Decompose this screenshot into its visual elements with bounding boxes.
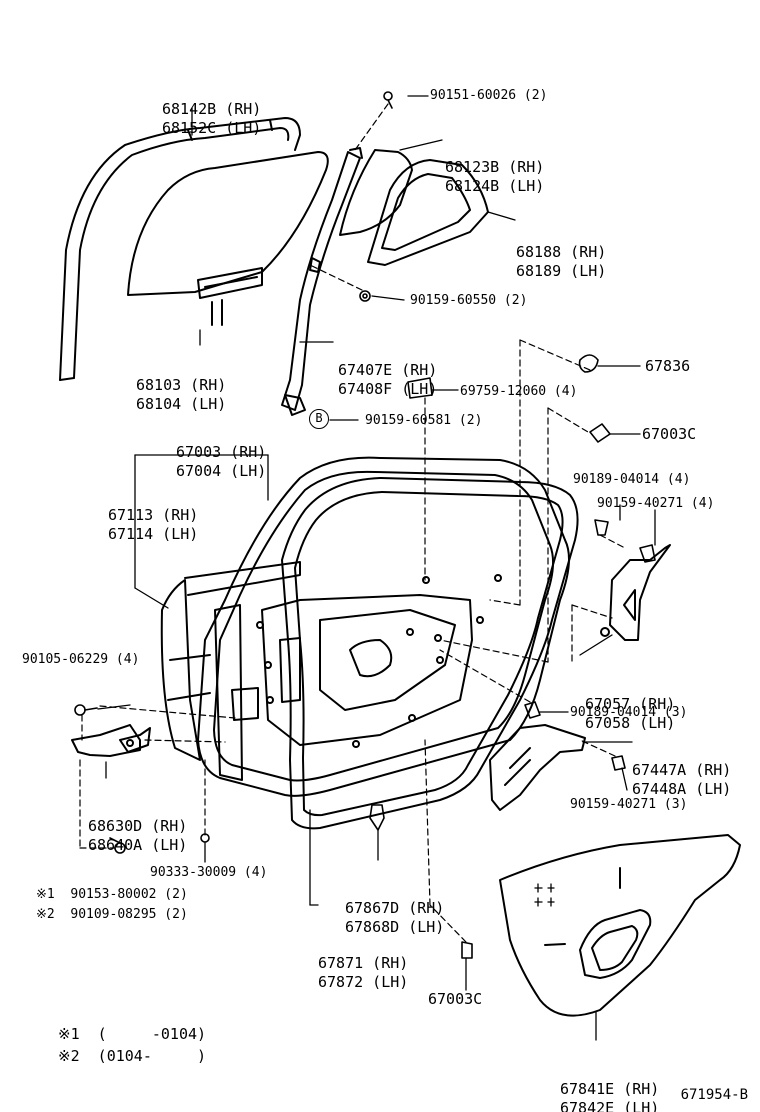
quarter-glass-drawing (339, 149, 413, 236)
label-clip-67836: 67836 (645, 357, 691, 375)
label-note1-range: ※1 ( -0104) (58, 1025, 207, 1043)
bracket-drawing (489, 724, 586, 811)
door-glass-drawing (127, 151, 329, 326)
door-check-drawing (71, 724, 151, 757)
door-weatherstrip-drawing (281, 477, 579, 830)
marker-b: B (309, 409, 329, 429)
label-bolt-90189-top: 90189-04014 (4) (573, 472, 691, 487)
label-clip-67867: 67867D (RH)67868D (LH) (345, 899, 445, 936)
label-note2-part: ※2 90109-08295 (2) (36, 907, 188, 922)
label-door-weatherstrip: 67871 (RH)67872 (LH) (318, 954, 409, 991)
window-frame-seal-drawing (59, 117, 301, 381)
dashed-leader-lines (79, 103, 626, 943)
regulator-drawing (600, 544, 671, 641)
leader-lines (97, 95, 656, 1041)
fasteners-drawing (74, 91, 656, 959)
label-bolt-top: 90151-60026 (2) (430, 88, 548, 103)
label-bolt-90105: 90105-06229 (4) (22, 652, 140, 667)
label-door-panel: 67003 (RH)67004 (LH) (176, 443, 267, 480)
label-note1-part: ※1 90153-80002 (2) (36, 887, 188, 902)
label-clip-90333: 90333-30009 (4) (150, 865, 268, 880)
label-door-glass: 68103 (RH)68104 (LH) (136, 376, 227, 413)
label-note2-range: ※2 (0104- ) (58, 1047, 207, 1065)
label-quarter-weatherstrip: 68188 (RH)68189 (LH) (516, 243, 607, 280)
trim-panel-drawing (499, 834, 741, 1017)
label-bolt-90159-3: 90159-40271 (3) (570, 797, 688, 812)
label-grommet-top: 67003C (642, 425, 697, 443)
label-regulator: 67057 (RH)67058 (LH) (585, 695, 676, 732)
label-bolt-90159-4: 90159-40271 (4) (597, 496, 715, 511)
label-grommet-bottom: 67003C (428, 990, 483, 1008)
label-outer-weatherstrip: 67113 (RH)67114 (LH) (108, 506, 199, 543)
label-bolt-b: 90159-60581 (2) (365, 413, 483, 428)
division-bar-drawing (281, 147, 363, 416)
label-division-bar: 67407E (RH)67408F (LH) (338, 361, 438, 398)
label-trim-panel: 67841E (RH)67842E (LH) (560, 1080, 660, 1112)
label-check-assy: 68630D (RH)68640A (LH) (88, 817, 188, 854)
label-clip-69759: 69759-12060 (4) (460, 384, 578, 399)
label-window-frame-seal: 68142B (RH)68152C (LH) (162, 100, 262, 137)
label-bracket: 67447A (RH)67448A (LH) (632, 761, 732, 798)
label-bolt-90189-bottom: 90189-04014 (3) (570, 705, 688, 720)
quarter-weatherstrip-drawing (367, 159, 489, 266)
diagram-code: 671954-B (680, 1087, 748, 1103)
label-quarter-glass: 68123B (RH)68124B (LH) (445, 158, 545, 195)
label-screw-channel: 90159-60550 (2) (410, 293, 528, 308)
